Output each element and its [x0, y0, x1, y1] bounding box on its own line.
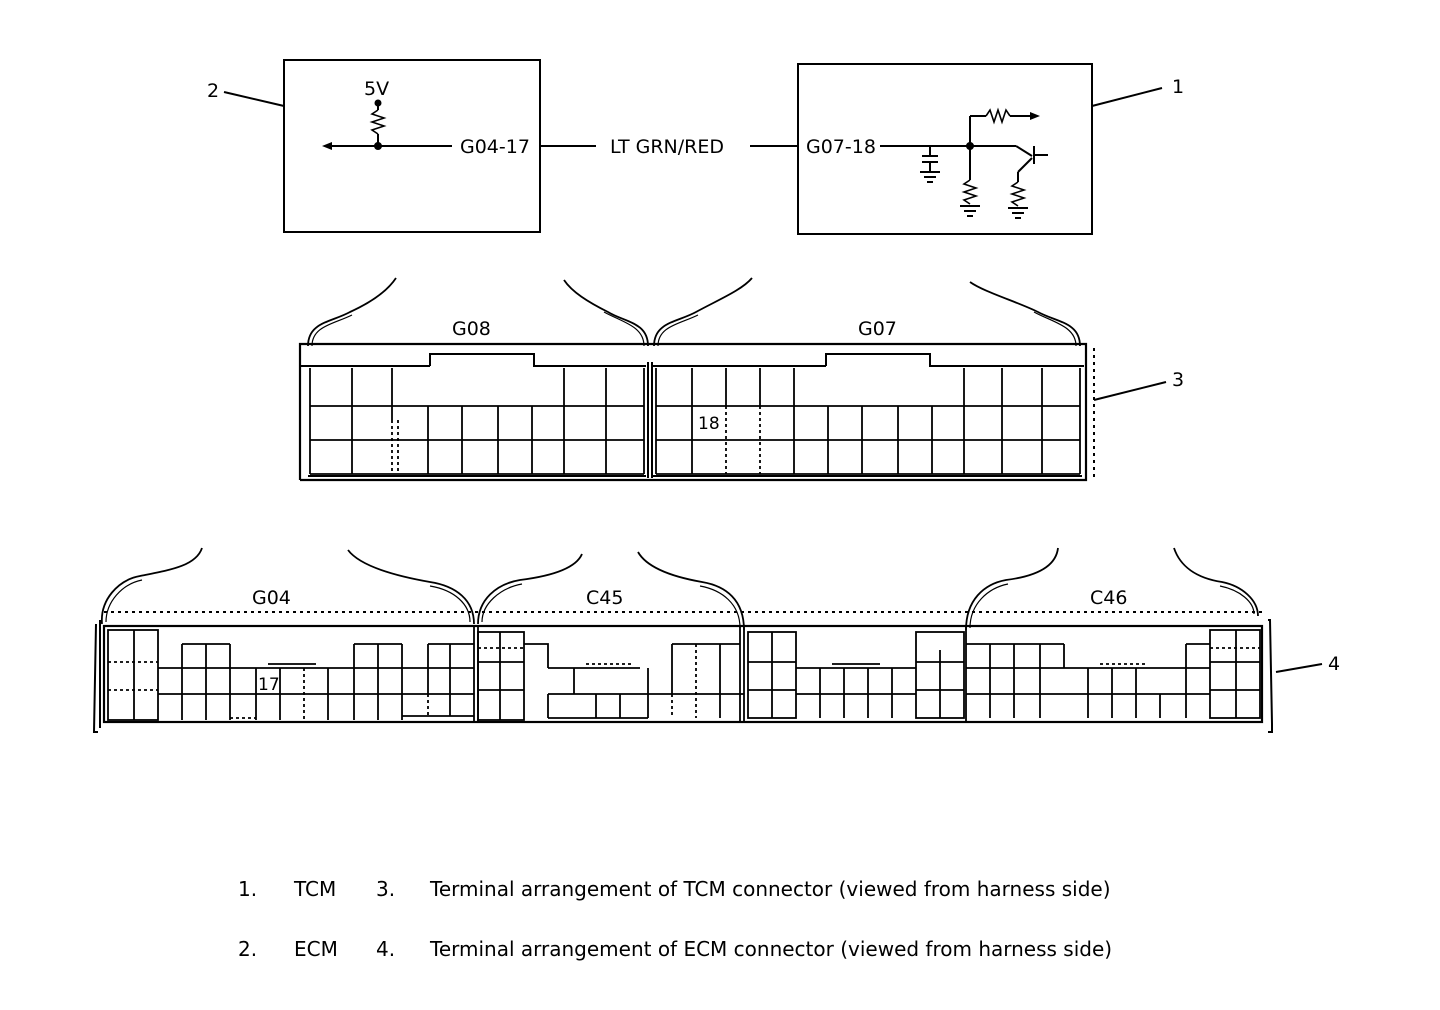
connector-label-g08: G08 [452, 318, 491, 340]
callout-tcm-connector: 3 [1172, 369, 1184, 391]
legend-number: 1. [238, 877, 258, 901]
tcm-box [797, 63, 1093, 235]
callout-2-leader [223, 91, 285, 107]
pin-label-17: 17 [258, 675, 280, 695]
connector-label-c46: C46 [1090, 587, 1127, 609]
legend-number: 4. [376, 937, 396, 961]
pin-label-18: 18 [698, 414, 720, 434]
callout-tcm: 1 [1172, 76, 1184, 98]
tcm-connector-housing [298, 342, 1088, 482]
ecm-connector-housing [92, 623, 98, 733]
connector-label-g07: G07 [858, 318, 897, 340]
callout-ecm-connector: 4 [1328, 653, 1340, 675]
legend-name: TCM [294, 877, 337, 901]
tcm-terminal-label: G07-18 [806, 136, 876, 158]
legend-description: Terminal arrangement of ECM connector (v… [430, 937, 1113, 961]
callout-1-leader [1091, 87, 1163, 107]
legend-number: 2. [238, 937, 258, 961]
callout-ecm: 2 [207, 80, 219, 102]
legend-name: ECM [294, 937, 338, 961]
legend-number: 3. [376, 877, 396, 901]
legend-description: Terminal arrangement of TCM connector (v… [430, 877, 1111, 901]
ecm-terminal-label: G04-17 [460, 136, 530, 158]
connector-label-c45: C45 [586, 587, 623, 609]
wire-color-label: LT GRN/RED [610, 136, 724, 158]
ecm-supply-label: 5V [364, 78, 389, 100]
connector-label-g04: G04 [252, 587, 291, 609]
